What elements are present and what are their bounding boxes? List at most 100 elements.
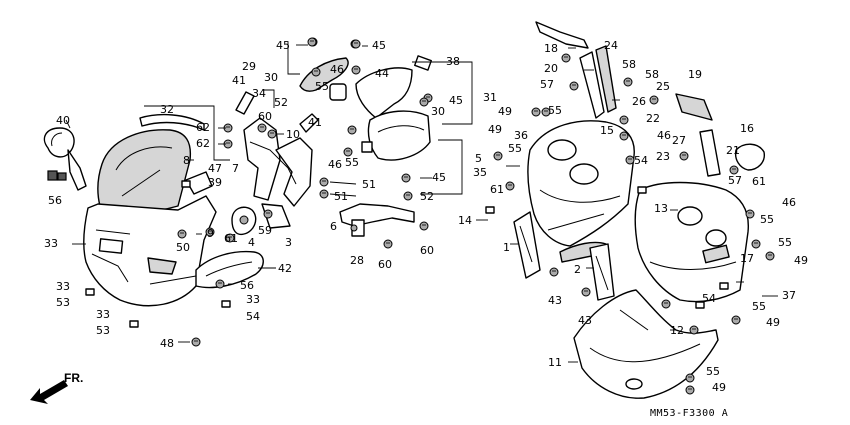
callout-58a: 58 <box>622 58 636 71</box>
callout-54b: 54 <box>634 154 648 167</box>
callout-33d: 33 <box>96 308 110 321</box>
under-cowl-11 <box>573 289 719 399</box>
callout-33a: 33 <box>44 237 58 250</box>
callout-24: 24 <box>604 39 618 52</box>
callout-59: 59 <box>258 224 272 237</box>
callout-45a: 45 <box>276 39 290 52</box>
callout-50: 50 <box>176 241 190 254</box>
callout-1: 1 <box>503 241 510 254</box>
callout-61c: 61 <box>752 175 766 188</box>
side-plate-1 <box>513 211 541 279</box>
callout-49b: 49 <box>488 123 502 136</box>
callout-52b: 52 <box>420 190 434 203</box>
callout-49e: 49 <box>712 381 726 394</box>
callout-18: 18 <box>544 42 558 55</box>
meter-stay-bracket <box>235 91 319 207</box>
callout-30b: 30 <box>431 105 445 118</box>
callout-43b: 43 <box>578 314 592 327</box>
callout-33b: 33 <box>56 280 70 293</box>
callout-14: 14 <box>458 214 472 227</box>
callout-53b: 53 <box>96 324 110 337</box>
callout-62b: 62 <box>196 137 210 150</box>
callout-49c: 49 <box>794 254 808 267</box>
callout-55e: 55 <box>760 213 774 226</box>
side-bar-2 <box>589 243 615 301</box>
callout-41b: 41 <box>308 116 322 129</box>
callout-11: 11 <box>548 356 562 369</box>
callout-55g: 55 <box>752 300 766 313</box>
callout-34: 34 <box>252 87 266 100</box>
callout-51a: 51 <box>362 178 376 191</box>
callout-29: 29 <box>242 60 256 73</box>
callout-62a: 62 <box>196 121 210 134</box>
callout-60c: 60 <box>420 244 434 257</box>
callout-10: 10 <box>286 128 300 141</box>
callout-56a: 56 <box>48 194 62 207</box>
callout-45b: 45 <box>372 39 386 52</box>
mirror-assembly <box>43 127 87 191</box>
callout-55a: 55 <box>315 80 329 93</box>
callout-15: 15 <box>600 124 614 137</box>
callout-55d: 55 <box>508 142 522 155</box>
callout-36: 36 <box>514 129 528 142</box>
callout-7: 7 <box>232 162 239 175</box>
callout-43a: 43 <box>548 294 562 307</box>
callout-48: 48 <box>160 337 174 350</box>
callout-32: 32 <box>160 103 174 116</box>
callout-9: 9 <box>207 227 214 240</box>
callout-21: 21 <box>726 144 740 157</box>
reference-code: MM53-F3300 A <box>650 408 728 419</box>
callout-35: 35 <box>473 166 487 179</box>
callout-8: 8 <box>183 154 190 167</box>
callout-37: 37 <box>782 289 796 302</box>
callout-20: 20 <box>544 62 558 75</box>
callout-13: 13 <box>654 202 668 215</box>
inner-duct-35 <box>355 55 432 161</box>
inner-bracket-28 <box>339 203 415 237</box>
callout-57a: 57 <box>540 78 554 91</box>
callout-26: 26 <box>632 95 646 108</box>
callout-39: 39 <box>208 176 222 189</box>
callout-55b: 55 <box>345 156 359 169</box>
callout-46a: 46 <box>330 63 344 76</box>
middle-cowl-right <box>634 181 749 303</box>
callout-55c: 55 <box>548 104 562 117</box>
callout-55f: 55 <box>778 236 792 249</box>
callout-54a: 54 <box>246 310 260 323</box>
callout-54c: 54 <box>702 292 716 305</box>
callout-45d: 45 <box>432 171 446 184</box>
callout-51b: 51 <box>334 190 348 203</box>
callout-19: 19 <box>688 68 702 81</box>
callout-60b: 60 <box>378 258 392 271</box>
callout-60a: 60 <box>258 110 272 123</box>
callout-49a: 49 <box>498 105 512 118</box>
direction-label: FR. <box>64 371 83 385</box>
callout-44: 44 <box>375 67 389 80</box>
middle-cowl-left <box>527 120 635 263</box>
callout-16: 16 <box>740 122 754 135</box>
callout-28: 28 <box>350 254 364 267</box>
callout-30a: 30 <box>264 71 278 84</box>
callout-27: 27 <box>672 134 686 147</box>
callout-61b: 61 <box>490 183 504 196</box>
callout-58b: 58 <box>645 68 659 81</box>
callout-4: 4 <box>248 236 255 249</box>
leader-lines <box>65 44 778 363</box>
callout-40: 40 <box>56 114 70 127</box>
callout-25: 25 <box>656 80 670 93</box>
callout-41a: 41 <box>232 74 246 87</box>
callout-47: 47 <box>208 162 222 175</box>
callout-46b: 46 <box>328 158 342 171</box>
callout-49d: 49 <box>766 316 780 329</box>
upper-cowl <box>83 171 217 307</box>
callout-12: 12 <box>670 324 684 337</box>
callout-5: 5 <box>475 152 482 165</box>
callout-57b: 57 <box>728 174 742 187</box>
callout-22: 22 <box>646 112 660 125</box>
side-strips-18-24-19 <box>535 21 765 177</box>
callout-56b: 56 <box>240 279 254 292</box>
callout-46c: 46 <box>657 129 671 142</box>
callout-38: 38 <box>446 55 460 68</box>
